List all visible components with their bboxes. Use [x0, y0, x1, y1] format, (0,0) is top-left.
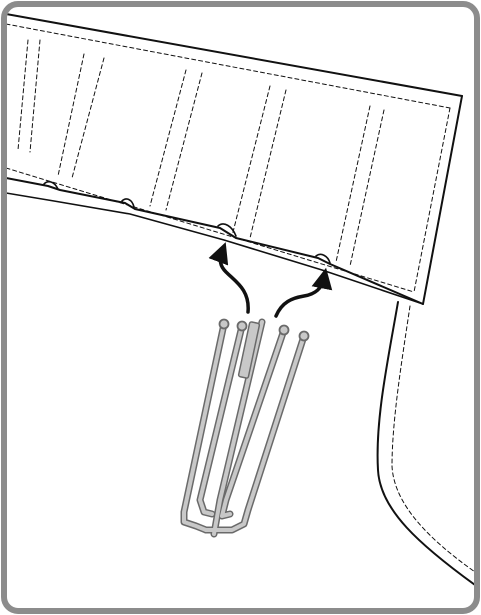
- four-prong-pleat-hook-icon: [180, 318, 310, 538]
- hook-prong-tip: [278, 324, 290, 336]
- hook-prong-tip: [218, 318, 230, 330]
- hook-center-tab: [237, 321, 261, 379]
- curtain-fabric: [6, 13, 475, 586]
- hook-prong-tip: [236, 320, 248, 332]
- curved-arrow-icon: [208, 242, 333, 318]
- hook-prong-tip: [298, 330, 310, 342]
- tape-stitching: [6, 23, 451, 293]
- pocket-openings: [43, 180, 331, 264]
- background-panel: [6, 6, 475, 609]
